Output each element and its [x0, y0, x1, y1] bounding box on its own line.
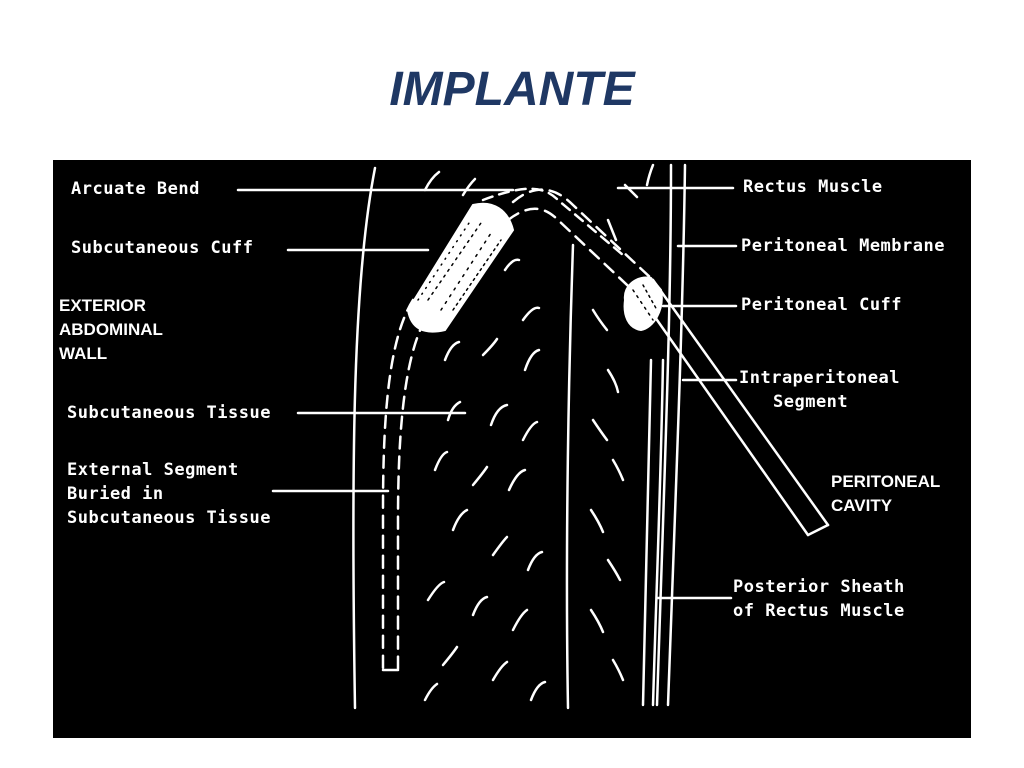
external-segment-right: [396, 318, 427, 672]
subcutaneous-cuff-shape: [406, 202, 515, 333]
label-intraperitoneal-2: Segment: [773, 392, 849, 412]
peritoneal-membrane-line-1: [655, 163, 673, 707]
peritoneal-membrane-line-2: [666, 163, 687, 707]
tunnel-segment-top: [511, 188, 655, 282]
diagram-drawing: [236, 163, 830, 710]
label-wall: WALL: [59, 344, 108, 363]
rectus-left-boundary: [565, 243, 575, 710]
label-peritoneal-cavity-1: PERITONEAL: [831, 472, 941, 491]
tissue-squiggles: [423, 163, 655, 702]
catheter-implant-diagram: Arcuate Bend Subcutaneous Cuff EXTERIOR …: [53, 160, 971, 738]
tunnel-segment-bottom: [506, 207, 645, 302]
peritoneal-cuff-shape: [623, 276, 663, 332]
label-external-segment-3: Subcutaneous Tissue: [67, 508, 271, 528]
intraperitoneal-tip: [806, 523, 830, 537]
label-peritoneal-cuff: Peritoneal Cuff: [741, 295, 903, 315]
external-segment-left: [381, 298, 415, 672]
posterior-sheath-line-1: [641, 358, 653, 707]
label-peritoneal-cavity-2: CAVITY: [831, 496, 893, 515]
skin-boundary-line: [352, 166, 377, 710]
slide-title: IMPLANTE: [389, 63, 635, 116]
intraperitoneal-top: [651, 278, 830, 527]
label-external-segment-2: Buried in: [67, 484, 164, 504]
intraperitoneal-bottom: [641, 298, 810, 537]
label-posterior-sheath-1: Posterior Sheath: [733, 577, 905, 597]
label-intraperitoneal-1: Intraperitoneal: [739, 368, 901, 388]
label-subcutaneous-cuff: Subcutaneous Cuff: [71, 238, 254, 258]
label-posterior-sheath-2: of Rectus Muscle: [733, 601, 905, 621]
label-peritoneal-membrane: Peritoneal Membrane: [741, 236, 945, 256]
posterior-sheath-line-2: [651, 358, 665, 707]
arcuate-bend-outer: [481, 187, 625, 257]
label-abdominal: ABDOMINAL: [59, 320, 163, 339]
label-rectus-muscle: Rectus Muscle: [743, 177, 883, 197]
label-arcuate-bend: Arcuate Bend: [71, 179, 200, 199]
label-subcutaneous-tissue: Subcutaneous Tissue: [67, 403, 271, 423]
label-external-segment-1: External Segment: [67, 460, 239, 480]
label-exterior: EXTERIOR: [59, 296, 146, 315]
